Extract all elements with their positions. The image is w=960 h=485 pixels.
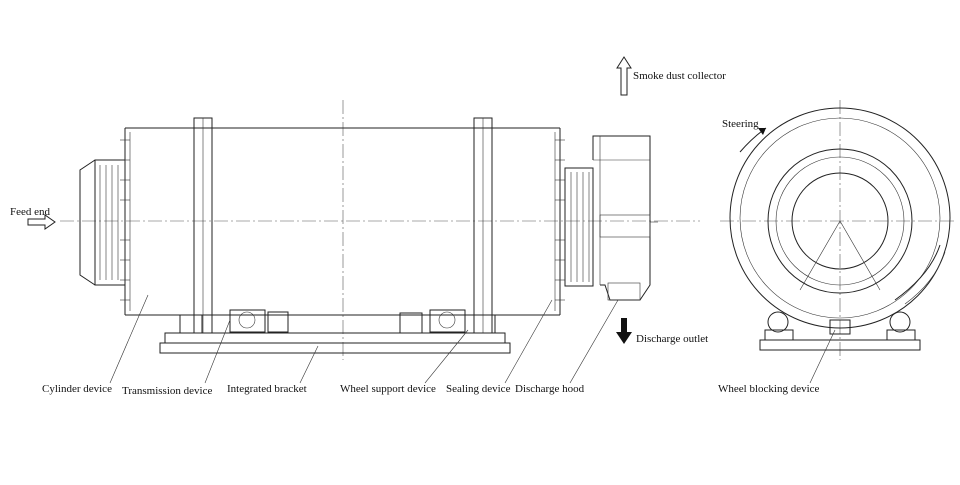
cylinder-body bbox=[120, 127, 565, 316]
label-discharge-outlet: Discharge outlet bbox=[636, 333, 708, 345]
label-discharge-hood: Discharge hood bbox=[515, 383, 585, 395]
label-wheel-support-device: Wheel support device bbox=[340, 383, 436, 395]
discharge-end-hood bbox=[564, 135, 658, 301]
label-integrated-bracket: Integrated bracket bbox=[227, 383, 307, 395]
outer-shell bbox=[729, 107, 951, 329]
label-cylinder-device: Cylinder device bbox=[42, 383, 112, 395]
tyre-ring-left bbox=[193, 117, 213, 334]
label-steering: Steering bbox=[722, 118, 759, 130]
integrated-bracket bbox=[159, 332, 511, 354]
steering-arrow-icon bbox=[739, 127, 767, 153]
label-sealing-device: Sealing device bbox=[446, 383, 511, 395]
transmission-assembly bbox=[179, 309, 289, 334]
wheel-support-assembly bbox=[399, 309, 496, 334]
label-transmission-device: Transmission device bbox=[122, 385, 212, 397]
leader-lines bbox=[109, 294, 836, 384]
end-base bbox=[759, 339, 921, 351]
side-view bbox=[27, 56, 700, 360]
inner-bore bbox=[791, 172, 889, 270]
tyre-ring-right bbox=[473, 117, 493, 334]
feed-end-hood bbox=[79, 159, 126, 286]
smoke-arrow-icon bbox=[616, 56, 632, 96]
label-feed-end: Feed end bbox=[10, 206, 51, 218]
end-view bbox=[720, 100, 955, 360]
label-smoke-dust-collector: Smoke dust collector bbox=[633, 70, 726, 82]
support-roller-left bbox=[764, 311, 794, 341]
feed-arrow-icon bbox=[27, 214, 56, 230]
discharge-arrow-icon bbox=[616, 318, 632, 344]
wheel-blocking-block bbox=[829, 319, 851, 335]
tyre-ring-end bbox=[767, 148, 913, 294]
support-roller-right bbox=[886, 311, 916, 341]
label-wheel-blocking-device: Wheel blocking device bbox=[718, 383, 820, 395]
